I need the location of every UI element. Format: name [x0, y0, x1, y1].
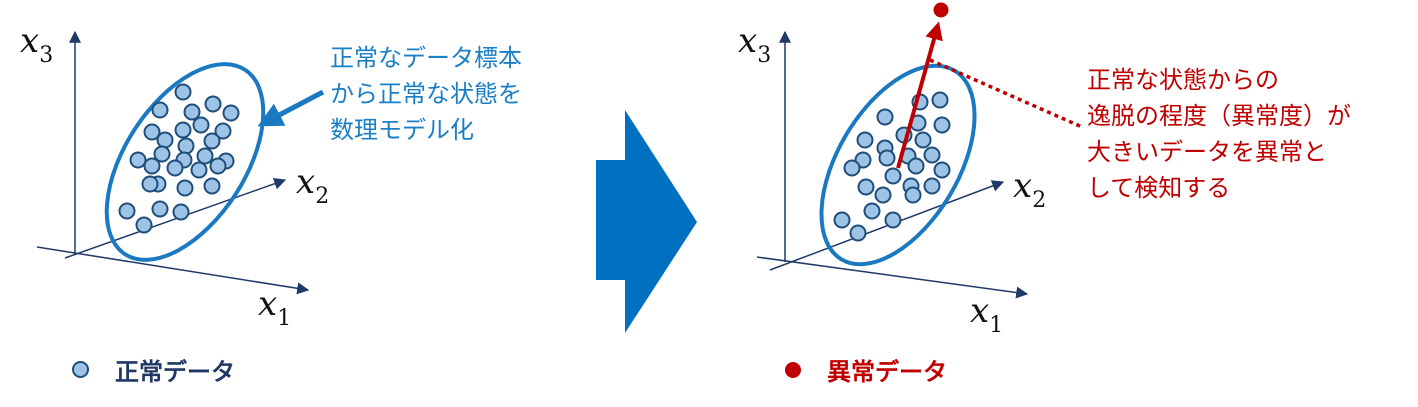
left-x2-subscript: 2 — [315, 184, 329, 209]
right-normal-point — [923, 177, 941, 195]
right-panel: x3 x2 x1 — [738, 2, 1083, 338]
left-normal-point — [174, 121, 192, 139]
left-normal-point — [174, 83, 192, 101]
left-x2-label: x2 — [296, 162, 329, 209]
left-x1-symbol: x — [258, 284, 277, 324]
left-normal-point — [203, 177, 221, 195]
left-normal-point — [222, 104, 240, 122]
legend-normal-label: 正常データ — [115, 358, 235, 386]
left-description-line-3: 数理モデル化 — [330, 116, 474, 144]
right-normal-point — [856, 131, 874, 149]
left-normal-point — [177, 137, 195, 155]
left-x1-subscript: 1 — [277, 306, 291, 331]
left-x1-axis — [36, 246, 310, 295]
right-normal-point — [878, 149, 896, 167]
left-x2-axis — [64, 177, 287, 259]
right-normal-points — [833, 91, 951, 242]
left-normal-point — [141, 175, 159, 193]
right-normal-point — [931, 91, 949, 109]
left-normal-point — [143, 157, 161, 175]
right-description-line-4: して検知する — [1087, 174, 1231, 202]
left-normal-point — [156, 131, 174, 149]
left-x1-label: x1 — [258, 284, 291, 331]
left-panel: x3 x2 x1 — [20, 21, 329, 331]
callout-dotted-line — [929, 58, 1083, 129]
right-x2-label: x2 — [1013, 166, 1046, 213]
right-x1-label: x1 — [970, 291, 1003, 338]
right-description-line-2: 逸脱の程度（異常度）が — [1087, 102, 1351, 130]
right-arrow-icon — [596, 110, 697, 333]
left-normal-point — [166, 159, 184, 177]
right-normal-point — [933, 161, 951, 179]
left-normal-point — [129, 151, 147, 169]
right-normal-point — [923, 146, 941, 164]
left-normal-point — [190, 161, 208, 179]
legend-anomaly-label: 異常データ — [827, 358, 947, 386]
right-x1-axis — [756, 256, 1029, 299]
left-axes — [36, 30, 310, 295]
right-description-line-3: 大きいデータを異常と — [1087, 138, 1327, 166]
left-normal-point — [151, 200, 169, 218]
right-normal-point — [907, 157, 925, 175]
right-x2-symbol: x — [1013, 166, 1032, 206]
left-x3-label: x3 — [20, 21, 53, 68]
right-normal-point — [904, 186, 922, 204]
right-description-line-1: 正常な状態からの — [1087, 66, 1279, 94]
right-axes — [756, 30, 1029, 299]
left-normal-point — [151, 101, 169, 119]
right-normal-point — [884, 211, 902, 229]
anomaly-point-icon — [785, 361, 801, 378]
right-normal-point — [933, 116, 951, 134]
left-normal-point — [143, 123, 161, 141]
right-x1-symbol: x — [970, 291, 989, 331]
left-normal-model-ellipse — [104, 62, 266, 262]
left-normal-point — [209, 157, 227, 175]
right-x2-axis — [769, 180, 1005, 271]
right-description: 正常な状態からの 逸脱の程度（異常度）が 大きいデータを異常と して検知する — [1087, 62, 1351, 206]
right-x3-symbol: x — [738, 21, 757, 61]
left-normal-point — [192, 116, 210, 134]
right-normal-point — [876, 108, 894, 126]
left-normal-point — [118, 202, 136, 220]
left-normal-point — [153, 145, 171, 163]
right-normal-point — [849, 224, 867, 242]
left-normal-points — [118, 83, 240, 234]
left-normal-point — [203, 132, 221, 150]
left-callout-arrow — [257, 89, 325, 127]
right-x2-subscript: 2 — [1032, 188, 1046, 213]
anomaly-point — [933, 2, 949, 18]
left-normal-point — [183, 103, 201, 121]
left-normal-point — [172, 203, 190, 221]
right-x1-subscript: 1 — [989, 313, 1003, 338]
left-description-line-2: から正常な状態を — [330, 80, 522, 108]
left-x2-symbol: x — [296, 162, 315, 202]
right-normal-point — [884, 167, 902, 185]
right-normal-point — [843, 159, 861, 177]
left-normal-point — [196, 147, 214, 165]
right-normal-point — [914, 131, 932, 149]
left-description-line-1: 正常なデータ標本 — [330, 44, 522, 72]
normal-point-icon — [72, 361, 89, 378]
right-normal-point — [874, 186, 892, 204]
right-x3-subscript: 3 — [757, 43, 771, 68]
left-normal-point — [135, 216, 153, 234]
left-normal-point — [204, 95, 222, 113]
legend-anomaly: 異常データ — [785, 352, 947, 387]
right-normal-point — [857, 178, 875, 196]
right-x3-label: x3 — [738, 21, 771, 68]
deviation-arrow — [896, 21, 943, 169]
right-normal-point — [863, 202, 881, 220]
legend-normal: 正常データ — [72, 352, 235, 387]
left-x3-subscript: 3 — [39, 43, 53, 68]
left-description: 正常なデータ標本 から正常な状態を 数理モデル化 — [330, 40, 522, 148]
right-normal-point — [833, 211, 851, 229]
left-normal-point — [214, 122, 232, 140]
left-x3-symbol: x — [20, 21, 39, 61]
left-normal-point — [176, 179, 194, 197]
